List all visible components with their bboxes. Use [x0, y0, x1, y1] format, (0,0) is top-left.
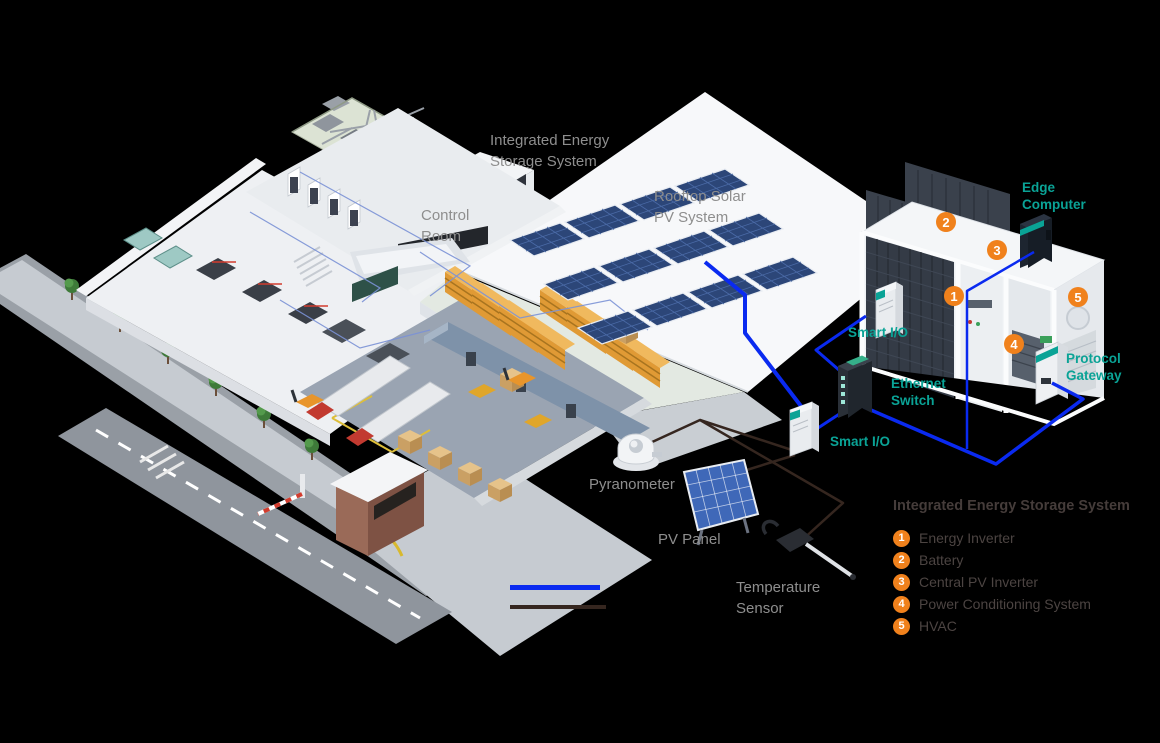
trucks: [306, 355, 451, 446]
label-pv-panel: PV Panel: [658, 531, 721, 548]
label-line: Integrated Energy: [490, 132, 610, 149]
label-protocol-gateway: Protocol Gateway: [1066, 350, 1122, 384]
callout-4-power-conditioning: 4: [1004, 334, 1024, 354]
server-racks: [287, 166, 361, 230]
legend-item-label: Energy Inverter: [919, 530, 1015, 546]
ess-container: [859, 162, 1106, 427]
hvac-fan: [1066, 306, 1090, 330]
pyranometer-device: [613, 433, 662, 471]
green-board: [352, 266, 398, 302]
parking-dock-floor: [300, 294, 644, 498]
label-line: Control: [421, 207, 470, 224]
callout-3-central-pv-inverter: 3: [987, 240, 1007, 260]
legend-item: 1 Energy Inverter: [893, 527, 1130, 549]
assembly-line: [424, 322, 650, 442]
legend-num-badge: 2: [893, 551, 910, 569]
label-edge-computer: Edge Computer: [1022, 179, 1086, 213]
stairs: [293, 246, 333, 287]
label-smart-io-1: Smart I/O: [848, 325, 909, 340]
label-line: Edge: [1022, 180, 1056, 195]
label-smart-io-2: Smart I/O: [830, 434, 891, 449]
label-ethernet-switch: Ethernet Switch: [891, 375, 946, 409]
callout-5-hvac: 5: [1068, 287, 1088, 307]
label-line: Storage System: [490, 153, 597, 170]
legend-line-sensor: [510, 605, 606, 609]
legend-item: 2 Battery: [893, 549, 1130, 571]
label-line: Protocol: [1066, 351, 1121, 366]
legend-item-label: HVAC: [919, 618, 957, 634]
label-line: PV System: [654, 209, 729, 226]
label-rooftop-solar: Rooftop Solar PV System: [654, 186, 746, 228]
legend-num-badge: 5: [893, 617, 910, 635]
callout-1-energy-inverter: 1: [944, 286, 964, 306]
label-integrated-energy-storage-top: Integrated Energy Storage System: [490, 130, 609, 172]
label-line: Switch: [891, 393, 935, 408]
label-line: Temperature: [736, 579, 821, 596]
guard-booth: [257, 452, 428, 556]
label-pyranometer: Pyranometer: [589, 476, 675, 493]
power-network-lines: [703, 250, 1085, 466]
label-line: Gateway: [1066, 368, 1122, 383]
legend-item-label: Power Conditioning System: [919, 596, 1091, 612]
callout-2-battery: 2: [936, 212, 956, 232]
smart-io-2-device: [789, 401, 819, 457]
legend-item-label: Battery: [919, 552, 964, 568]
legend-item-label: Central PV Inverter: [919, 574, 1039, 590]
legend-item: 3 Central PV Inverter: [893, 571, 1130, 593]
legend-item: 4 Power Conditioning System: [893, 593, 1130, 615]
legend-line-power: [510, 585, 600, 590]
temperature-sensor-device: [761, 519, 856, 580]
legend-num-badge: 3: [893, 573, 910, 591]
label-line: Sensor: [736, 600, 784, 617]
smart-io-1-device: [875, 281, 903, 339]
label-line: Rooftop Solar: [654, 188, 746, 205]
legend-item: 5 HVAC: [893, 615, 1130, 637]
pv-panel-device: [682, 458, 760, 546]
forklifts: [290, 367, 536, 408]
label-temperature-sensor: Temperature Sensor: [736, 577, 820, 619]
legend-title: Integrated Energy Storage System: [893, 498, 1130, 514]
label-line: Computer: [1022, 197, 1086, 212]
label-line: Room: [421, 228, 462, 245]
production-machines: [123, 227, 410, 367]
legend-num-badge: 1: [893, 529, 910, 547]
label-line: Ethernet: [891, 376, 946, 391]
legend-num-badge: 4: [893, 595, 910, 613]
legend: Integrated Energy Storage System 1 Energ…: [893, 498, 1130, 637]
protocol-gateway-device: [1035, 336, 1068, 405]
edge-computer-device: [1020, 214, 1052, 268]
label-control-room: Control Room: [421, 205, 469, 247]
ethernet-switch-device: [838, 355, 872, 418]
